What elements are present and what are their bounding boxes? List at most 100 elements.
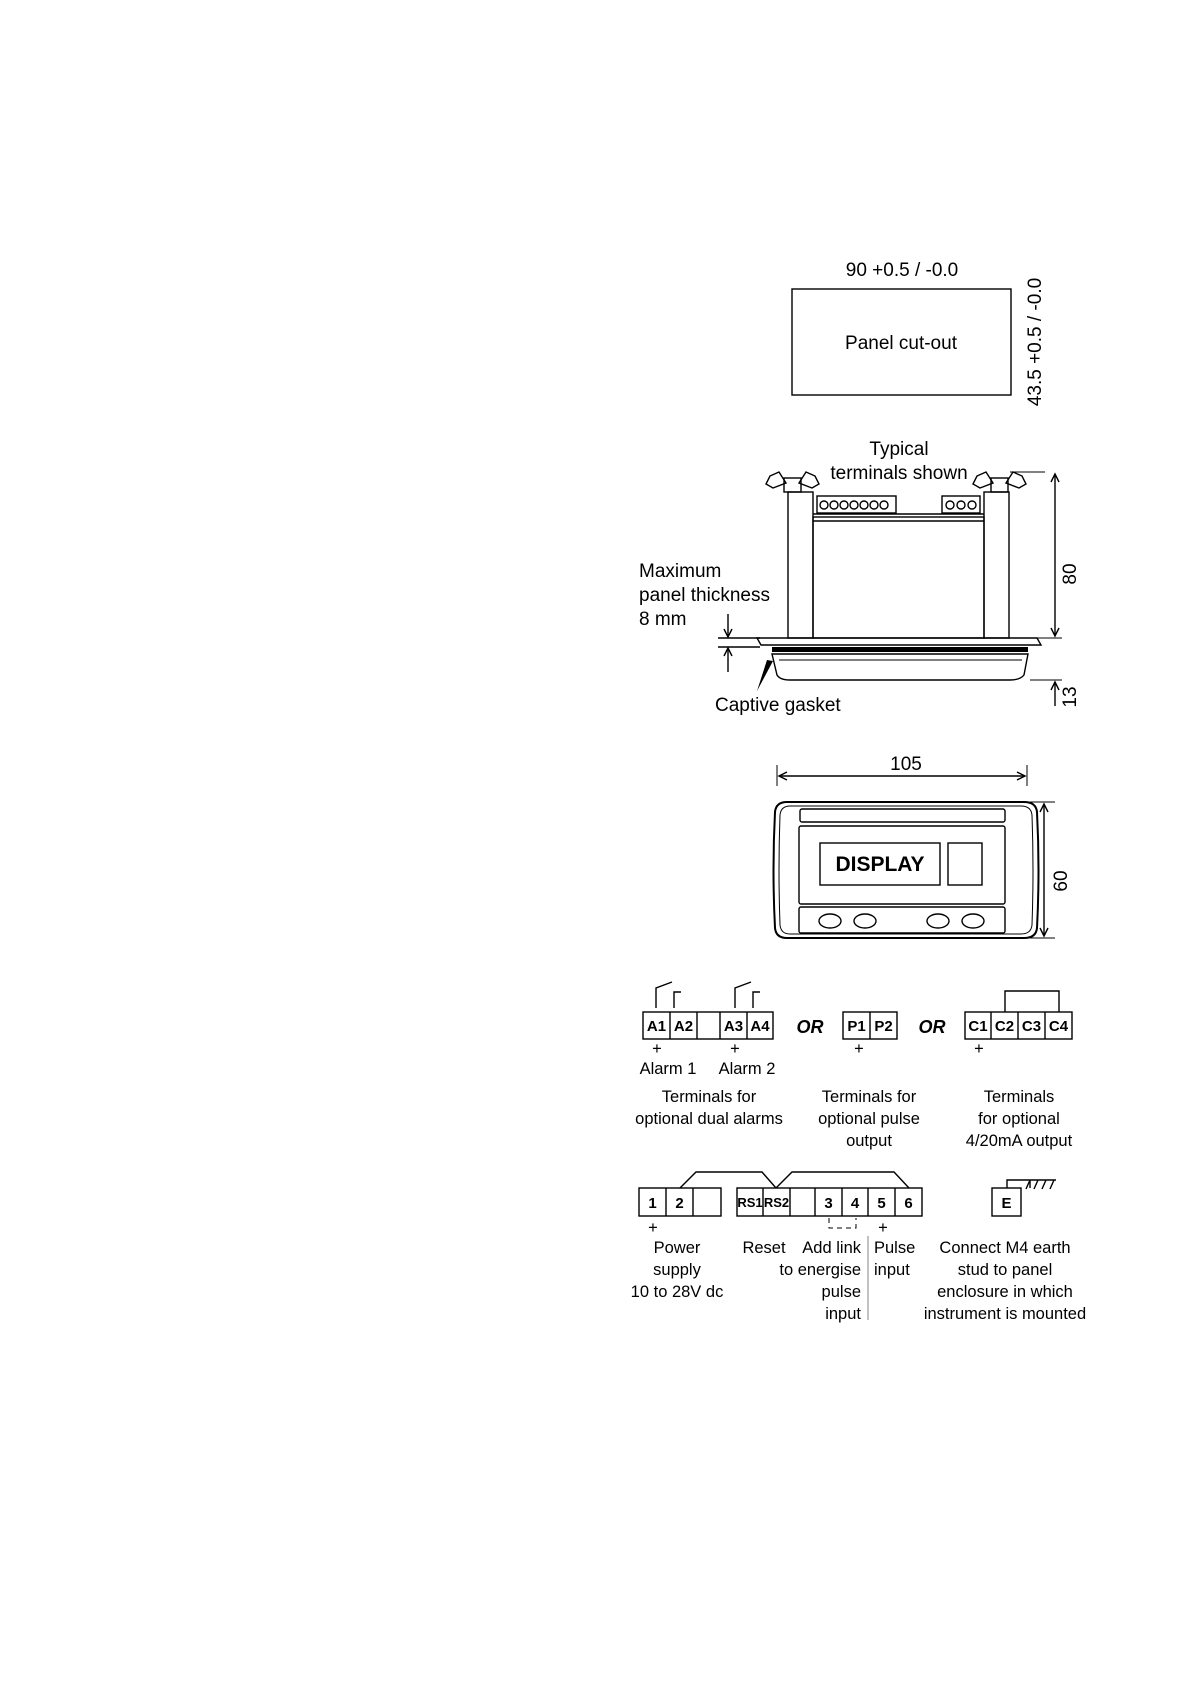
pulse-in-label-line1: Pulse [874, 1239, 915, 1257]
earth-label-line3: enclosure in which [937, 1283, 1073, 1301]
right-clamp-post [983, 491, 1010, 639]
pulse-out-desc-line3: output [846, 1132, 892, 1150]
terminal-4: 4 [851, 1195, 860, 1212]
terminals-label-line2: terminals shown [830, 463, 967, 484]
terminal-screws-right [945, 500, 977, 510]
terminals-label-line1: Typical [869, 439, 928, 460]
annunciator-window [947, 842, 983, 886]
side-view-figure: Typical terminals shown [639, 439, 1081, 716]
left-wing-nut [765, 471, 820, 493]
height-80-dimension [1010, 471, 1062, 639]
terminal-c2: C2 [995, 1018, 1014, 1035]
alarms-desc-line2: optional dual alarms [635, 1110, 783, 1128]
right-wing-nut [972, 471, 1027, 493]
power-label-line1: Power [654, 1239, 701, 1257]
analog-out-plus: + [974, 1040, 984, 1058]
pulse-output-terminals-group: P1 P2 + Terminals for optional pulse out… [818, 1011, 920, 1150]
terminal-block-left [816, 495, 897, 514]
link-3-4-dashed [828, 1218, 857, 1229]
pulse-in-label-line2: input [874, 1261, 910, 1279]
or-word-2: OR [919, 1017, 946, 1037]
front-button-3 [926, 913, 950, 929]
earth-label-line2: stud to panel [958, 1261, 1053, 1279]
analog-output-terminals-group: C1 C2 C3 C4 + Terminals for optional 4/2… [964, 990, 1073, 1150]
keypad-strip [798, 906, 1006, 934]
thickness-arrows [718, 614, 760, 672]
terminal-3: 3 [824, 1195, 832, 1212]
panel-cutout-figure: 90 +0.5 / -0.0 Panel cut-out 43.5 +0.5 /… [791, 260, 1046, 406]
width-105-dimension [776, 765, 1028, 786]
terminal-a2: A2 [674, 1018, 693, 1035]
terminal-screws-left [819, 500, 889, 510]
dim-80-label: 80 [1060, 563, 1081, 584]
power-plus: + [648, 1219, 658, 1237]
terminal-a3: A3 [724, 1018, 743, 1035]
height-60-dimension [1030, 801, 1055, 939]
power-label-line3: 10 to 28V dc [631, 1283, 724, 1301]
alarm-terminals-group: A1 A2 A3 A4 + + Alarm 1 Alarm 2 Terminal… [635, 981, 783, 1128]
terminal-2: 2 [675, 1195, 683, 1212]
front-bezel [771, 653, 1029, 681]
terminal-a4: A4 [750, 1018, 770, 1035]
terminal-a1: A1 [647, 1018, 666, 1035]
terminal-5: 5 [877, 1195, 885, 1212]
terminal-p2: P2 [874, 1018, 892, 1035]
label-strip [799, 808, 1006, 823]
window-frame [798, 825, 1006, 905]
earth-label-line1: Connect M4 earth [939, 1239, 1070, 1257]
gasket-leader [757, 660, 773, 691]
front-button-2 [853, 913, 877, 929]
dim-60-label: 60 [1051, 870, 1072, 891]
instrument-housing [812, 516, 985, 639]
thickness-label-line1: Maximum [639, 561, 721, 582]
cutout-width-label: 90 +0.5 / -0.0 [846, 260, 959, 281]
or-word-1: OR [797, 1017, 824, 1037]
alarms-desc-line1: Terminals for [662, 1088, 757, 1106]
front-button-1 [818, 913, 842, 929]
pulse-out-desc-line1: Terminals for [822, 1088, 917, 1106]
analog-out-desc-line1: Terminals [984, 1088, 1055, 1106]
front-view-figure: 105 DISPLAY 60 [772, 754, 1072, 939]
main-terminals-group: 1 2 RS1 RS2 3 4 5 6 E + + Power supply 1… [631, 1171, 1086, 1323]
front-bezel-outline [772, 801, 1040, 939]
analog-out-desc-line3: 4/20mA output [966, 1132, 1073, 1150]
terminal-block-right [941, 495, 981, 514]
gasket-label: Captive gasket [715, 695, 841, 716]
display-label: DISPLAY [835, 853, 924, 876]
pulse-in-plus: + [878, 1219, 888, 1237]
power-label-line2: supply [653, 1261, 701, 1279]
thickness-label-line3: 8 mm [639, 609, 687, 630]
link-label-line1: Add link [802, 1239, 861, 1257]
terminal-rs1: RS1 [737, 1195, 762, 1210]
alarm1-plus: + [652, 1040, 662, 1058]
pulse-out-plus: + [854, 1040, 864, 1058]
dim-13-label: 13 [1060, 686, 1081, 707]
captive-gasket [772, 647, 1028, 652]
terminal-c1: C1 [968, 1018, 987, 1035]
pulse-out-desc-line2: optional pulse [818, 1110, 920, 1128]
terminal-c3: C3 [1022, 1018, 1041, 1035]
alarm1-label: Alarm 1 [640, 1060, 697, 1078]
left-clamp-post [787, 491, 814, 639]
terminal-e: E [1001, 1195, 1011, 1212]
analog-out-desc-line2: for optional [978, 1110, 1060, 1128]
display-window [819, 842, 941, 886]
terminal-p1: P1 [847, 1018, 865, 1035]
cutout-box-label: Panel cut-out [845, 333, 958, 354]
cutout-rectangle [791, 288, 1012, 396]
earth-label-line4: instrument is mounted [924, 1305, 1086, 1323]
earth-symbol [1006, 1179, 1056, 1190]
terminal-1: 1 [648, 1195, 656, 1212]
link-label-line4: input [825, 1305, 861, 1323]
cutout-height-label: 43.5 +0.5 / -0.0 [1025, 278, 1046, 406]
terminal-rs2: RS2 [764, 1195, 789, 1210]
alarm2-label: Alarm 2 [719, 1060, 776, 1078]
dim-105-label: 105 [890, 754, 922, 775]
link-label-line2: to energise [779, 1261, 861, 1279]
thickness-label-line2: panel thickness [639, 585, 770, 606]
alarm2-plus: + [730, 1040, 740, 1058]
reset-label: Reset [742, 1239, 786, 1257]
terminal-6: 6 [904, 1195, 912, 1212]
